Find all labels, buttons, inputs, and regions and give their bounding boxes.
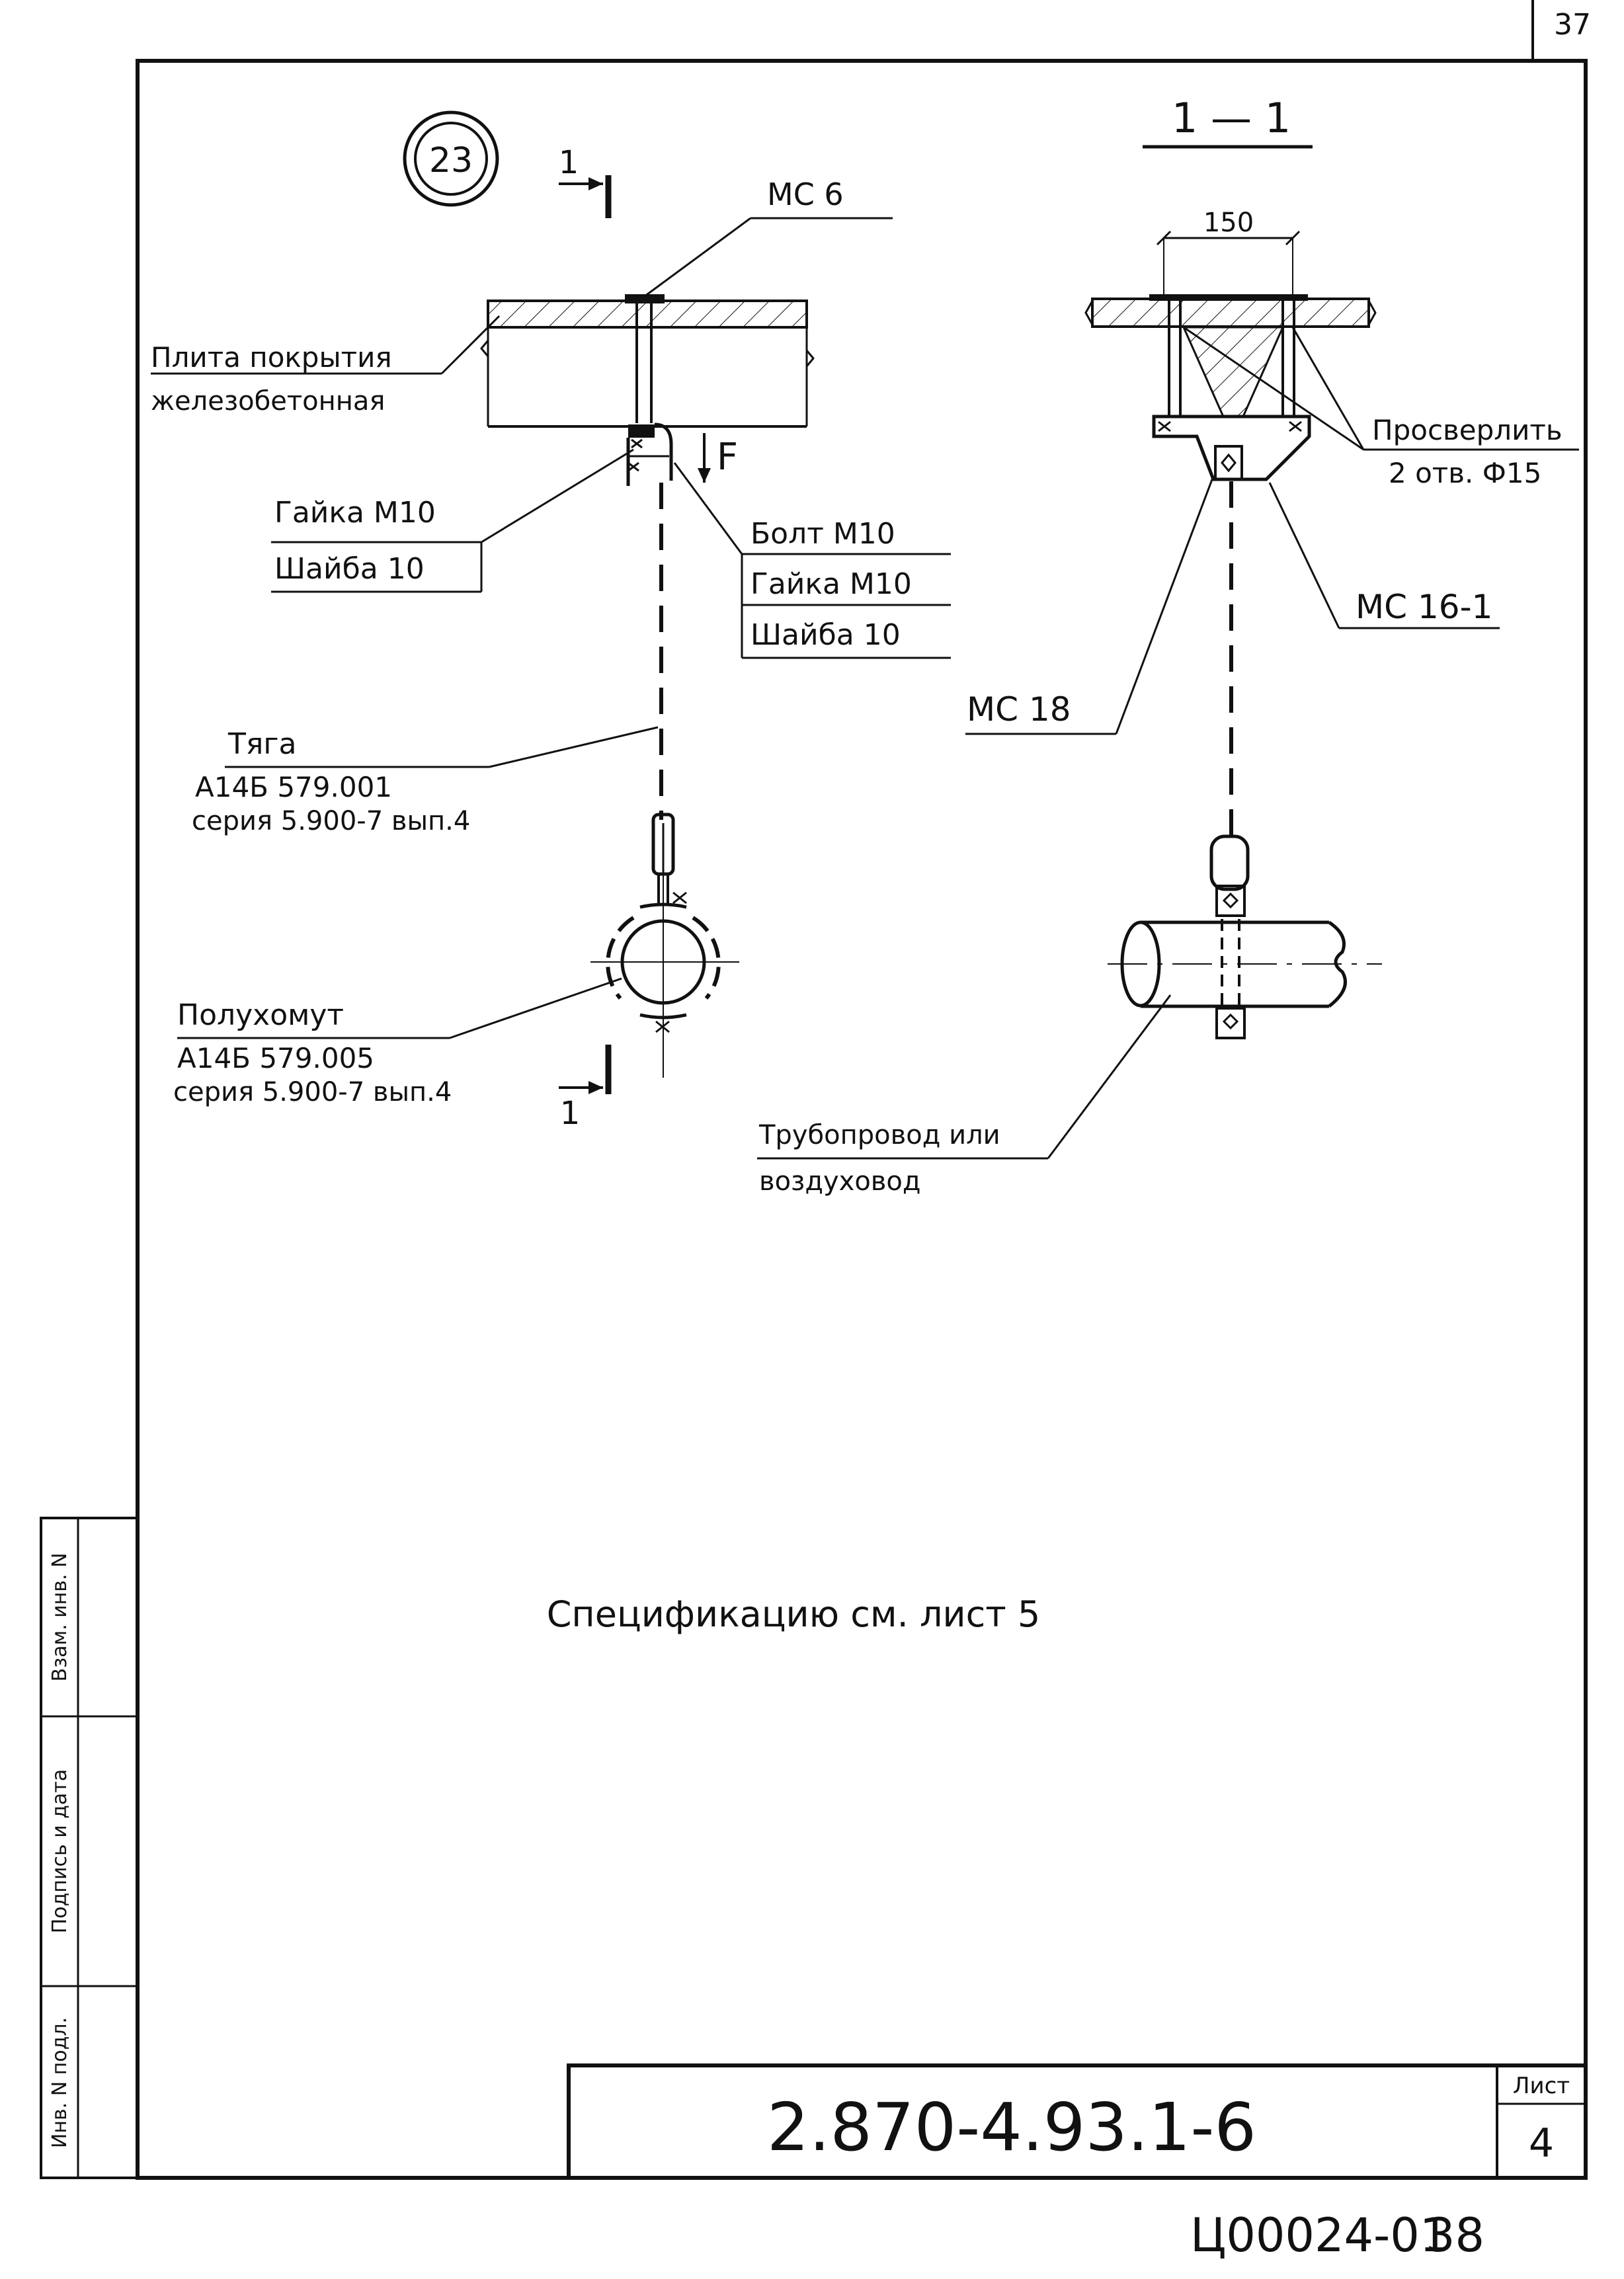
- sheet-number: 4: [1529, 2120, 1554, 2167]
- dimension-150: [1156, 230, 1301, 298]
- label-rod-title: Тяга: [227, 727, 296, 761]
- detail-number-marker: [403, 110, 499, 207]
- label-slab-line1: Плита покрытия: [151, 341, 392, 374]
- page-number: 37: [1554, 8, 1591, 42]
- archive-code: Ц00024-01: [1190, 2208, 1449, 2262]
- section-cut-bottom: [559, 1045, 612, 1094]
- left-stamp-column: [40, 1517, 139, 2179]
- leader-bolt-group: [673, 462, 951, 659]
- concrete-slab-right: [1084, 294, 1377, 328]
- label-rod-series: серия 5.900-7 вып.4: [192, 806, 470, 836]
- label-clamp-code: А14Б 579.005: [177, 1042, 374, 1074]
- pipe-clamp-left: [590, 860, 739, 1078]
- leader-slab: [151, 315, 501, 375]
- specification-note: Спецификацию см. лист 5: [547, 1593, 1041, 1635]
- label-washer-right: Шайба 10: [751, 618, 901, 652]
- leader-clamp: [177, 977, 622, 1039]
- section-mark-top: 1: [559, 144, 579, 181]
- label-mc6: МС 6: [767, 177, 844, 212]
- document-designation: 2.870-4.93.1-6: [767, 2089, 1256, 2166]
- label-nut-left: Гайка М10: [274, 496, 436, 530]
- sheet-label: Лист: [1513, 2073, 1570, 2099]
- title-block: [567, 2063, 1588, 2180]
- label-drill-line2: 2 отв. Ф15: [1389, 457, 1541, 489]
- section-mark-bottom: 1: [560, 1095, 581, 1132]
- angle-bracket: [626, 422, 673, 486]
- leader-rod: [225, 726, 659, 768]
- force-arrow: [698, 433, 711, 483]
- label-mc18: МС 18: [967, 690, 1071, 729]
- label-dim-150: 150: [1203, 208, 1254, 238]
- section-cut-top: [559, 175, 612, 218]
- label-nut-right: Гайка М10: [751, 567, 912, 601]
- leader-mc6: [644, 217, 893, 298]
- section-title: 1 — 1: [1172, 94, 1291, 142]
- archive-page: 38: [1426, 2208, 1484, 2262]
- stamp-inventory-number: Инв. N подл.: [48, 2017, 71, 2148]
- leader-mc16: [1268, 482, 1500, 629]
- label-bolt: Болт М10: [751, 517, 895, 551]
- pipe-right: [1108, 920, 1382, 1008]
- detail-number: 23: [429, 141, 473, 180]
- leader-nut-left: [271, 448, 634, 593]
- label-rod-code: А14Б 579.001: [195, 771, 392, 803]
- label-slab-line2: железобетонная: [151, 386, 386, 417]
- label-pipe-line1: Трубопровод или: [758, 1120, 1000, 1150]
- leader-drill: [1183, 326, 1579, 451]
- leader-mc18: [965, 475, 1215, 735]
- label-clamp-series: серия 5.900-7 вып.4: [173, 1077, 452, 1107]
- label-drill-line1: Просверлить: [1372, 414, 1563, 446]
- leader-pipe: [757, 994, 1172, 1160]
- mc6-plate: [625, 294, 665, 423]
- label-pipe-line2: воздуховод: [759, 1166, 921, 1197]
- concrete-slab-left: [480, 300, 815, 428]
- force-label: F: [717, 436, 738, 479]
- mc16-bracket: [1152, 301, 1311, 481]
- stamp-replacement-number: Взам. инв. N: [48, 1553, 71, 1682]
- stamp-signature-date: Подпись и дата: [48, 1769, 71, 1934]
- label-clamp-title: Полухомут: [177, 998, 344, 1032]
- label-mc16: МС 16-1: [1356, 588, 1492, 626]
- label-washer-left: Шайба 10: [274, 552, 425, 586]
